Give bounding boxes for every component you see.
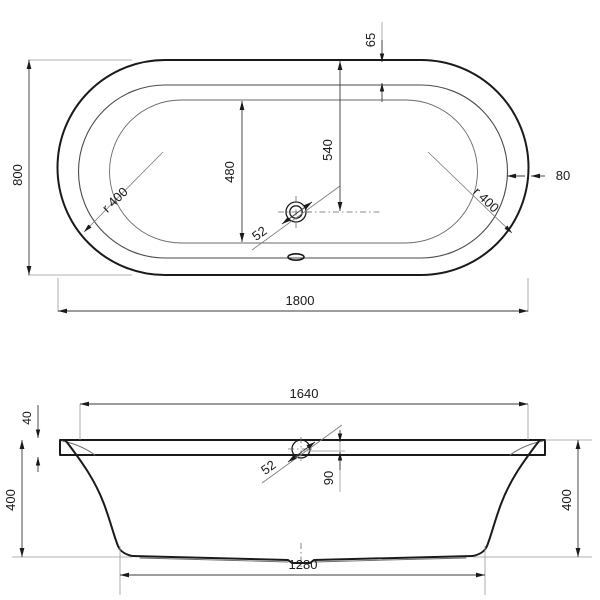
top-view-group: 52 800 1800 80 65 480 540 [10,22,570,314]
dim-90-label: 90 [321,471,336,485]
tub-outer-outline [56,59,530,276]
tub-base-profile [131,555,474,564]
side-view-group: 52 90 1640 40 400 400 [3,386,592,595]
dim-80-label: 80 [556,168,570,183]
dim-400-left-label: 400 [3,489,18,511]
drain-52-label-top: 52 [249,223,270,244]
tub-rim-slab [59,439,546,456]
dim-800-label: 800 [10,164,25,186]
radius-right-label: r 400 [470,184,502,215]
dim-1800-label: 1800 [286,293,315,308]
drain-52-label-side: 52 [258,457,279,478]
dim-540-label: 540 [320,139,335,161]
dim-400-right-label: 400 [559,489,574,511]
dim-480-label: 480 [222,161,237,183]
tub-left-wall-profile [65,440,133,557]
drain-52-dim-top [281,201,313,225]
dim-1280-label: 1280 [289,557,318,572]
tub-right-wall-profile [472,440,540,557]
radius-right-leader [427,151,513,234]
drain-52-dim-side [287,441,316,463]
tub-base-inner-line [139,557,467,563]
dim-40-label: 40 [20,411,34,425]
radius-left-leader [83,151,164,233]
tub-rim-inner-outline [77,84,509,259]
overflow-oval-icon [287,253,305,262]
drain-52-leader-top [251,185,341,251]
dim-65-label: 65 [363,33,378,47]
radius-left-label: r 400 [99,184,131,215]
dim-1640-label: 1640 [290,386,319,401]
tub-basin-outline [109,99,478,244]
